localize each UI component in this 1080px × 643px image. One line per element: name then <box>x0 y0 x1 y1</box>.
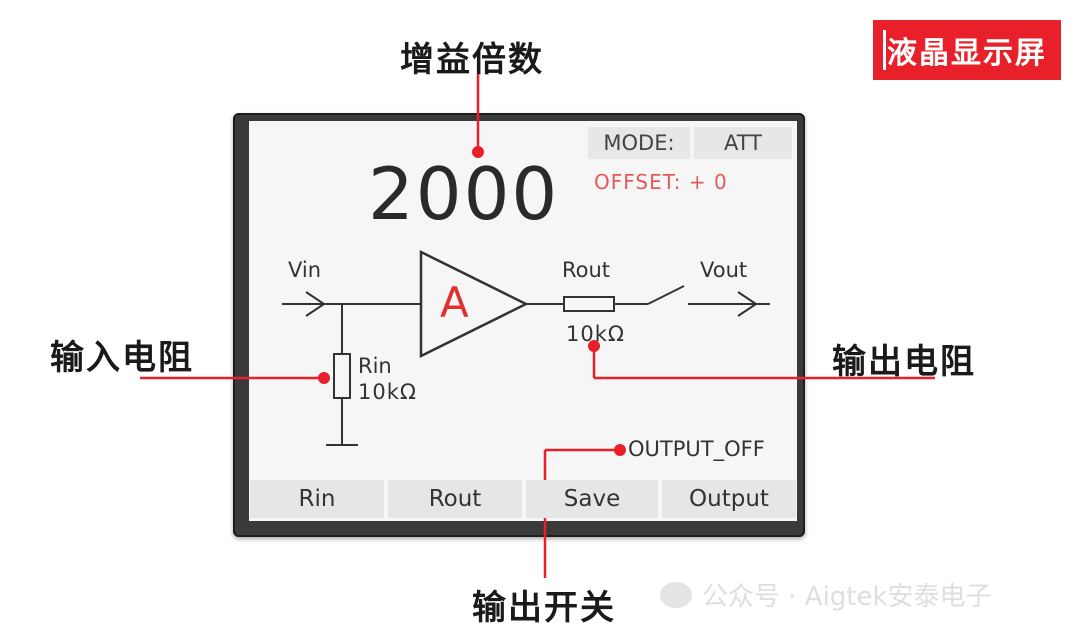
watermark: 公众号 · Aigtek安泰电子 <box>660 576 992 613</box>
output-switch-callout-label: 输出开关 <box>472 588 616 628</box>
lcd-badge-label: 液晶显示屏 <box>887 36 1047 71</box>
gain-callout-dot <box>472 146 484 158</box>
mode-label: MODE: <box>588 127 690 159</box>
mode-value-button[interactable]: ATT <box>694 127 792 159</box>
wechat-icon <box>660 581 692 608</box>
gain-value[interactable]: 2000 <box>368 152 560 236</box>
vout-label: Vout <box>700 258 748 282</box>
watermark-text: 公众号 · Aigtek安泰电子 <box>702 582 992 612</box>
gain-callout-label: 增益倍数 <box>400 40 544 80</box>
softkey-save[interactable]: Save <box>526 480 658 518</box>
softkey-rout[interactable]: Rout <box>388 480 522 518</box>
softkey-output[interactable]: Output <box>662 480 796 518</box>
rout-label: Rout <box>562 258 611 282</box>
output-status: OUTPUT_OFF <box>628 437 765 461</box>
amplifier-triangle <box>419 249 529 359</box>
rin-callout-dot <box>318 372 330 384</box>
offset-readout: OFFSET: + 0 <box>594 170 728 194</box>
output-resistance-callout-label: 输出电阻 <box>832 342 976 382</box>
rout-callout-dot <box>588 340 600 352</box>
lcd-badge: 液晶显示屏 <box>873 20 1061 80</box>
rin-value: 10kΩ <box>358 380 417 404</box>
amplifier-symbol: A <box>440 278 469 327</box>
rin-label: Rin <box>358 354 392 378</box>
input-resistance-callout-label: 输入电阻 <box>50 338 194 378</box>
softkey-rin[interactable]: Rin <box>250 480 384 518</box>
output-callout-dot <box>614 444 626 456</box>
rout-value: 10kΩ <box>566 322 625 346</box>
lcd-screen <box>249 121 797 521</box>
vin-label: Vin <box>288 258 322 282</box>
